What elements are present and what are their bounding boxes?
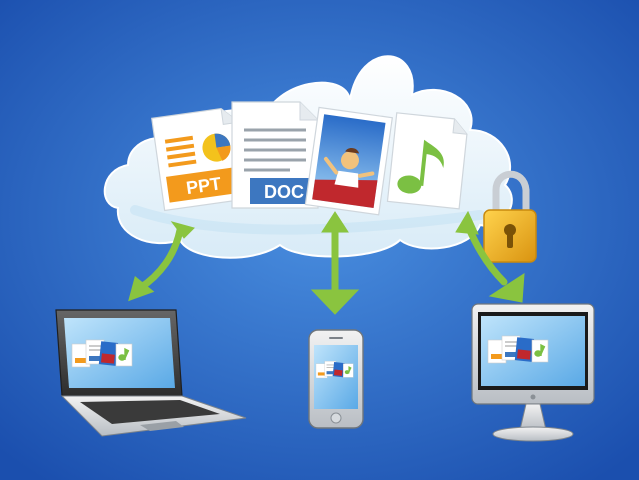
presentation-file-icon: PPT — [151, 107, 251, 212]
laptop-icon — [55, 309, 247, 437]
arrow-to-phone — [310, 211, 360, 315]
desktop-monitor-icon — [471, 303, 595, 442]
doc-label: DOC — [264, 182, 304, 202]
photo-file-icon — [304, 106, 393, 216]
music-file-icon — [386, 112, 468, 210]
smartphone-icon — [308, 329, 364, 429]
padlock-icon — [483, 170, 537, 263]
ppt-label: PPT — [185, 173, 222, 198]
arrow-to-desktop — [455, 210, 525, 303]
document-file-icon: DOC — [231, 101, 319, 209]
arrow-to-laptop — [128, 221, 195, 302]
